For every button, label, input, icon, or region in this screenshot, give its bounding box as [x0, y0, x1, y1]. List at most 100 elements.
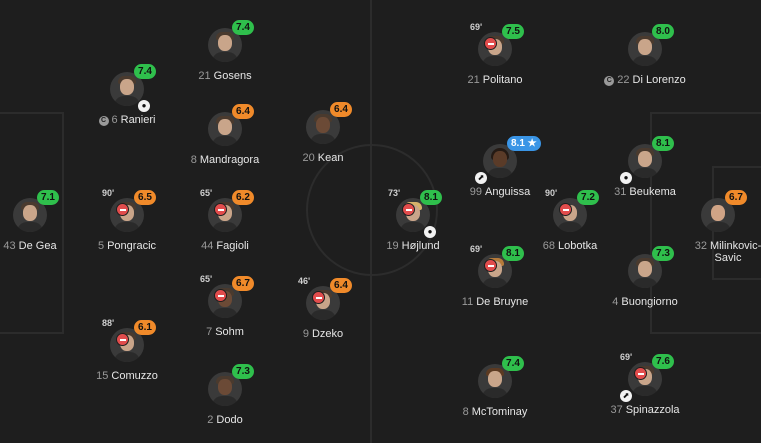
- ball-icon: ●: [138, 100, 150, 112]
- substitution-time: 65': [200, 188, 213, 198]
- rating-badge: 7.1: [37, 190, 59, 205]
- rating-badge: 6.2: [232, 190, 254, 205]
- player-photo: [628, 32, 662, 66]
- assist-icon: ⬈: [475, 172, 487, 184]
- rating-badge: 7.3: [652, 246, 674, 261]
- player-photo: [701, 198, 735, 232]
- substitution-out-icon: [312, 291, 325, 304]
- substitution-time: 73': [388, 188, 401, 198]
- substitution-time: 88': [102, 318, 115, 328]
- assist-icon: ⬈: [620, 390, 632, 402]
- substitution-time: 90': [102, 188, 115, 198]
- ball-icon: ●: [424, 226, 436, 238]
- substitution-time: 46': [298, 276, 311, 286]
- rating-badge: 7.6: [652, 354, 674, 369]
- rating-badge: 7.5: [502, 24, 524, 39]
- substitution-out-icon: [484, 37, 497, 50]
- ball-icon: ●: [620, 172, 632, 184]
- substitution-out-icon: [214, 289, 227, 302]
- rating-badge: 8.1: [420, 190, 442, 205]
- rating-badge: 6.4: [330, 278, 352, 293]
- rating-badge: 7.4: [502, 356, 524, 371]
- substitution-time: 69': [620, 352, 633, 362]
- rating-badge: 8.1: [502, 246, 524, 261]
- player-photo: [478, 364, 512, 398]
- left-penalty-box: [0, 112, 64, 334]
- rating-badge: 6.7: [232, 276, 254, 291]
- substitution-out-icon: [402, 203, 415, 216]
- rating-badge: 8.1: [652, 136, 674, 151]
- substitution-out-icon: [559, 203, 572, 216]
- substitution-out-icon: [116, 203, 129, 216]
- substitution-time: 65': [200, 274, 213, 284]
- captain-icon: C: [604, 76, 615, 86]
- center-circle: [306, 144, 438, 276]
- rating-badge: 6.5: [134, 190, 156, 205]
- substitution-time: 69': [470, 22, 483, 32]
- rating-badge: 6.4: [330, 102, 352, 117]
- rating-badge: 8.1 ★: [507, 136, 541, 151]
- substitution-out-icon: [116, 333, 129, 346]
- substitution-time: 69': [470, 244, 483, 254]
- rating-badge: 6.7: [725, 190, 747, 205]
- rating-badge: 7.3: [232, 364, 254, 379]
- rating-badge: 7.4: [134, 64, 156, 79]
- captain-icon: C: [98, 116, 109, 126]
- substitution-out-icon: [214, 203, 227, 216]
- substitution-out-icon: [634, 367, 647, 380]
- substitution-time: 90': [545, 188, 558, 198]
- rating-badge: 7.4: [232, 20, 254, 35]
- player-photo: [208, 28, 242, 62]
- rating-badge: 8.0: [652, 24, 674, 39]
- rating-badge: 6.4: [232, 104, 254, 119]
- rating-badge: 6.1: [134, 320, 156, 335]
- rating-badge: 7.2: [577, 190, 599, 205]
- substitution-out-icon: [484, 259, 497, 272]
